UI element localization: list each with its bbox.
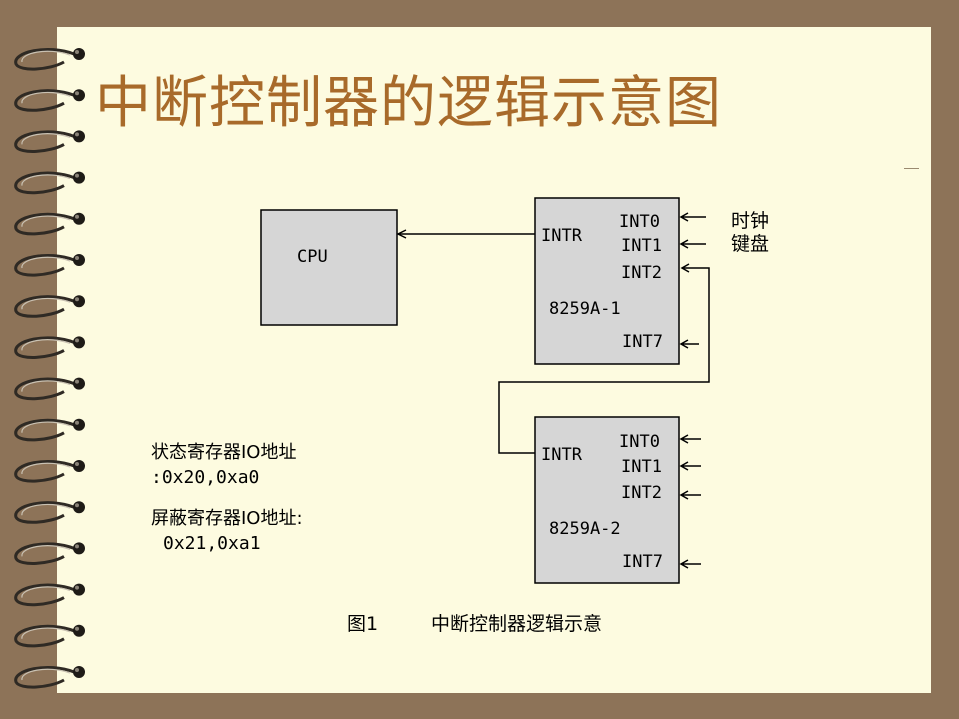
chip2-int7-label: INT7 bbox=[622, 552, 663, 572]
chip2-name: 8259A-2 bbox=[549, 519, 621, 539]
chip2-int1-label: INT1 bbox=[621, 457, 662, 477]
chip2-int0-label: INT0 bbox=[619, 432, 660, 452]
mask-register-label: 屏蔽寄存器IO地址: bbox=[151, 508, 303, 529]
chip1-int0-label: INT0 bbox=[619, 212, 660, 232]
chip1-int1-label: INT1 bbox=[621, 236, 662, 256]
chip2-input-arrows bbox=[679, 434, 701, 569]
status-register-value: :0x20,0xa0 bbox=[151, 467, 260, 488]
mask-register-value: 0x21,0xa1 bbox=[163, 533, 261, 554]
status-register-label: 状态寄存器IO地址 bbox=[151, 442, 297, 463]
chip1-intr-label: INTR bbox=[541, 226, 583, 246]
cascade-wire bbox=[498, 267, 710, 454]
chip2-int2-label: INT2 bbox=[621, 483, 662, 503]
chip1-input-arrows bbox=[679, 212, 706, 349]
keyboard-input-label: 键盘 bbox=[731, 233, 769, 255]
cascade-arrowhead bbox=[680, 263, 690, 273]
slide-page bbox=[57, 27, 931, 693]
clock-input-label: 时钟 bbox=[731, 210, 769, 232]
chip2-intr-label: INTR bbox=[541, 445, 583, 465]
corner-dash bbox=[904, 168, 919, 169]
intr-to-cpu-arrowhead bbox=[396, 229, 407, 239]
chip1-box bbox=[534, 197, 680, 365]
chip2-box bbox=[534, 416, 680, 584]
slide-title: 中断控制器的逻辑示意图 bbox=[95, 71, 722, 136]
cpu-label: CPU bbox=[297, 247, 328, 267]
chip1-name: 8259A-1 bbox=[549, 299, 621, 319]
chip1-int7-label: INT7 bbox=[622, 332, 663, 352]
figure-caption: 中断控制器逻辑示意 bbox=[431, 613, 603, 635]
chip1-int2-label: INT2 bbox=[621, 263, 662, 283]
figure-number: 图1 bbox=[347, 613, 379, 635]
cpu-box bbox=[260, 209, 398, 326]
